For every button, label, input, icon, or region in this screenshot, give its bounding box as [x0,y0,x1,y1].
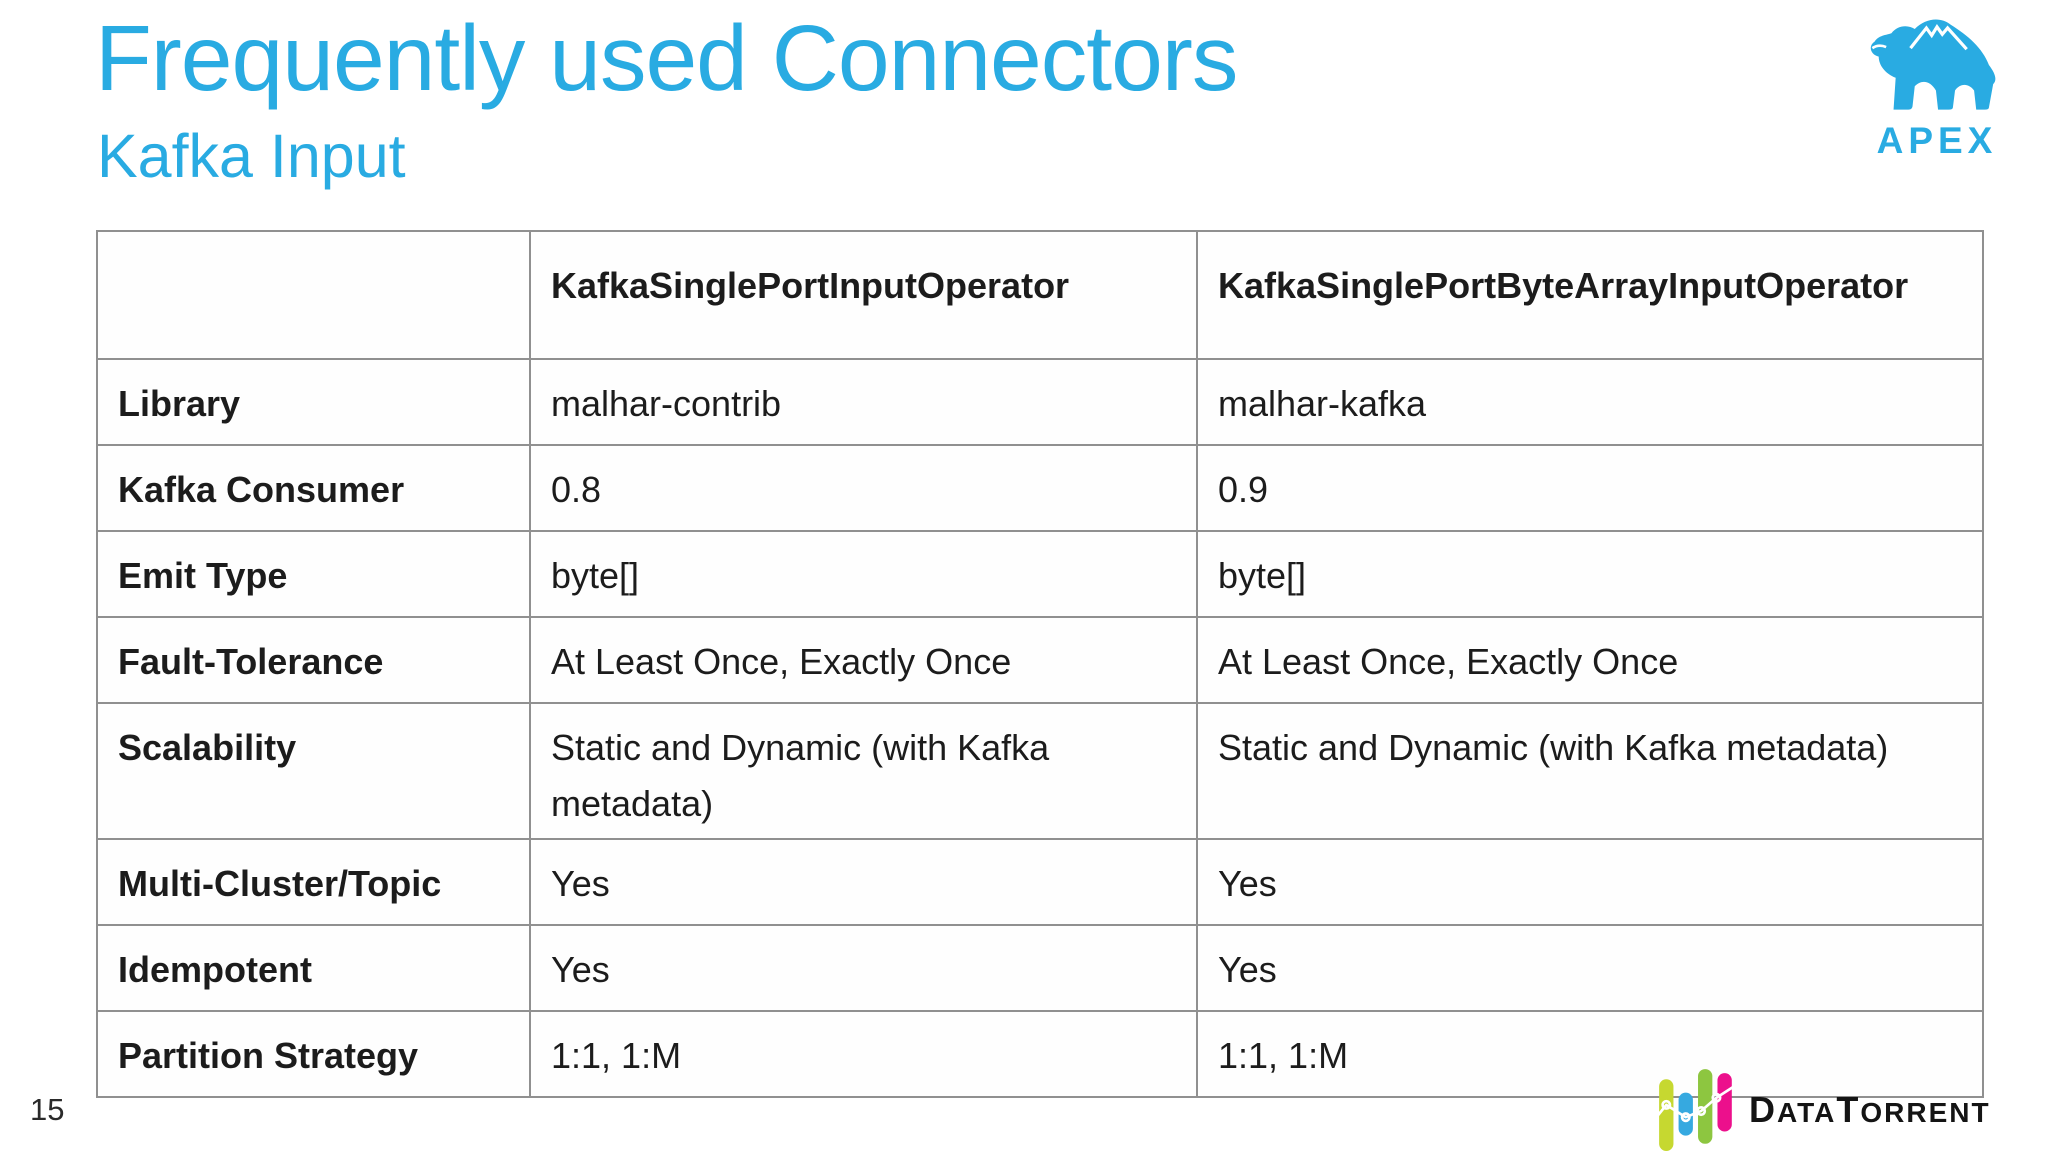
datatorrent-logo: DATATORRENT [1658,1066,1991,1152]
table-row: Idempotent Yes Yes [96,923,1984,1012]
table-row: Partition Strategy 1:1, 1:M 1:1, 1:M [96,1009,1984,1098]
header-cell-operator-1: KafkaSinglePortInputOperator [529,230,1198,360]
header-cell-operator-2: KafkaSinglePortByteArrayInputOperator [1196,230,1984,360]
connector-comparison-table: KafkaSinglePortInputOperator KafkaSingle… [96,230,1984,1098]
row-label: Scalability [96,702,531,840]
cell-value: Yes [1196,837,1984,926]
cell-value: 1:1, 1:M [529,1009,1198,1098]
row-label: Fault-Tolerance [96,616,531,704]
cell-value: malhar-contrib [529,358,1198,446]
apex-logo: APEX [1852,16,2022,159]
datatorrent-wordmark-part: D [1749,1089,1777,1130]
cell-value: byte[] [529,530,1198,618]
cell-value: byte[] [1196,530,1984,618]
cell-value: 1:1, 1:M [1196,1009,1984,1098]
row-label: Partition Strategy [96,1009,531,1098]
row-label: Multi-Cluster/Topic [96,837,531,926]
table-row: Emit Type byte[] byte[] [96,530,1984,618]
cell-value: Yes [529,923,1198,1012]
datatorrent-wordmark-part: ORRENT [1860,1097,1991,1128]
datatorrent-wordmark-part: T [1836,1089,1861,1130]
table-row: Kafka Consumer 0.8 0.9 [96,444,1984,532]
cell-value: At Least Once, Exactly Once [1196,616,1984,704]
page-number: 15 [30,1092,65,1127]
row-label: Library [96,358,531,446]
colored-bars-sparkline-icon [1658,1069,1735,1151]
cell-value: malhar-kafka [1196,358,1984,446]
table-row: Scalability Static and Dynamic (with Kaf… [96,702,1984,840]
cell-value: Static and Dynamic (with Kafka metadata) [529,702,1198,840]
cell-value: Static and Dynamic (with Kafka metadata) [1196,702,1984,840]
cell-value: Yes [1196,923,1984,1012]
cell-value: Yes [529,837,1198,926]
gorilla-mountain-icon [1870,19,1996,110]
cell-value: At Least Once, Exactly Once [529,616,1198,704]
header-cell-empty [96,230,531,360]
cell-value: 0.9 [1196,444,1984,532]
table-row: Library malhar-contrib malhar-kafka [96,358,1984,446]
cell-value: 0.8 [529,444,1198,532]
page-subtitle: Kafka Input [97,122,406,190]
table-row: Fault-Tolerance At Least Once, Exactly O… [96,616,1984,704]
row-label: Idempotent [96,923,531,1012]
table-row: Multi-Cluster/Topic Yes Yes [96,837,1984,926]
page-title: Frequently used Connectors [95,6,1238,110]
apex-logo-text: APEX [1876,120,1998,161]
datatorrent-wordmark-part: ATA [1777,1097,1837,1128]
row-label: Kafka Consumer [96,444,531,532]
table-header-row: KafkaSinglePortInputOperator KafkaSingle… [96,230,1984,360]
datatorrent-wordmark: DATATORRENT [1749,1092,1991,1128]
row-label: Emit Type [96,530,531,618]
